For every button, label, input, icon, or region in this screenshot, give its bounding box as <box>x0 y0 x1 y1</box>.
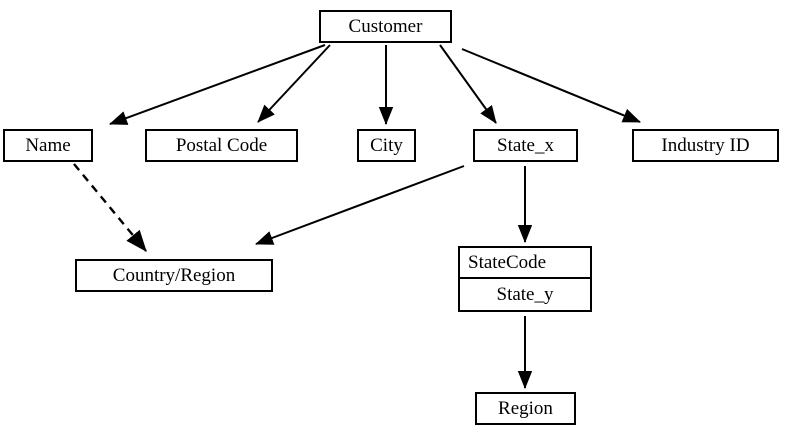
node-country_region[interactable]: Country/Region <box>75 259 273 292</box>
node-label: Name <box>25 135 71 156</box>
node-region[interactable]: Region <box>475 392 576 425</box>
node-city[interactable]: City <box>357 129 416 162</box>
node-row-header: StateCode <box>460 248 590 279</box>
node-label: Country/Region <box>112 265 236 286</box>
node-label: Postal Code <box>175 135 268 156</box>
node-name[interactable]: Name <box>3 129 93 162</box>
node-row-value: State_y <box>496 284 554 305</box>
node-label: State_x <box>497 135 554 156</box>
node-industry_id[interactable]: Industry ID <box>632 129 779 162</box>
node-state_x[interactable]: State_x <box>473 129 578 162</box>
node-label: Industry ID <box>661 135 750 156</box>
node-postal_code[interactable]: Postal Code <box>145 129 298 162</box>
edge-state-x-to-country-region <box>255 165 465 245</box>
node-label: Region <box>498 398 553 419</box>
node-label: Customer <box>348 16 423 37</box>
edge-customer-to-name <box>109 44 326 125</box>
edges-group <box>73 44 641 389</box>
edge-customer-to-state-x <box>439 44 497 124</box>
edge-customer-to-postal-code <box>257 44 331 123</box>
edge-customer-to-industry-id <box>461 48 641 123</box>
node-customer[interactable]: Customer <box>319 10 452 43</box>
edge-name-to-country-region <box>73 163 147 252</box>
node-label: City <box>370 135 403 156</box>
